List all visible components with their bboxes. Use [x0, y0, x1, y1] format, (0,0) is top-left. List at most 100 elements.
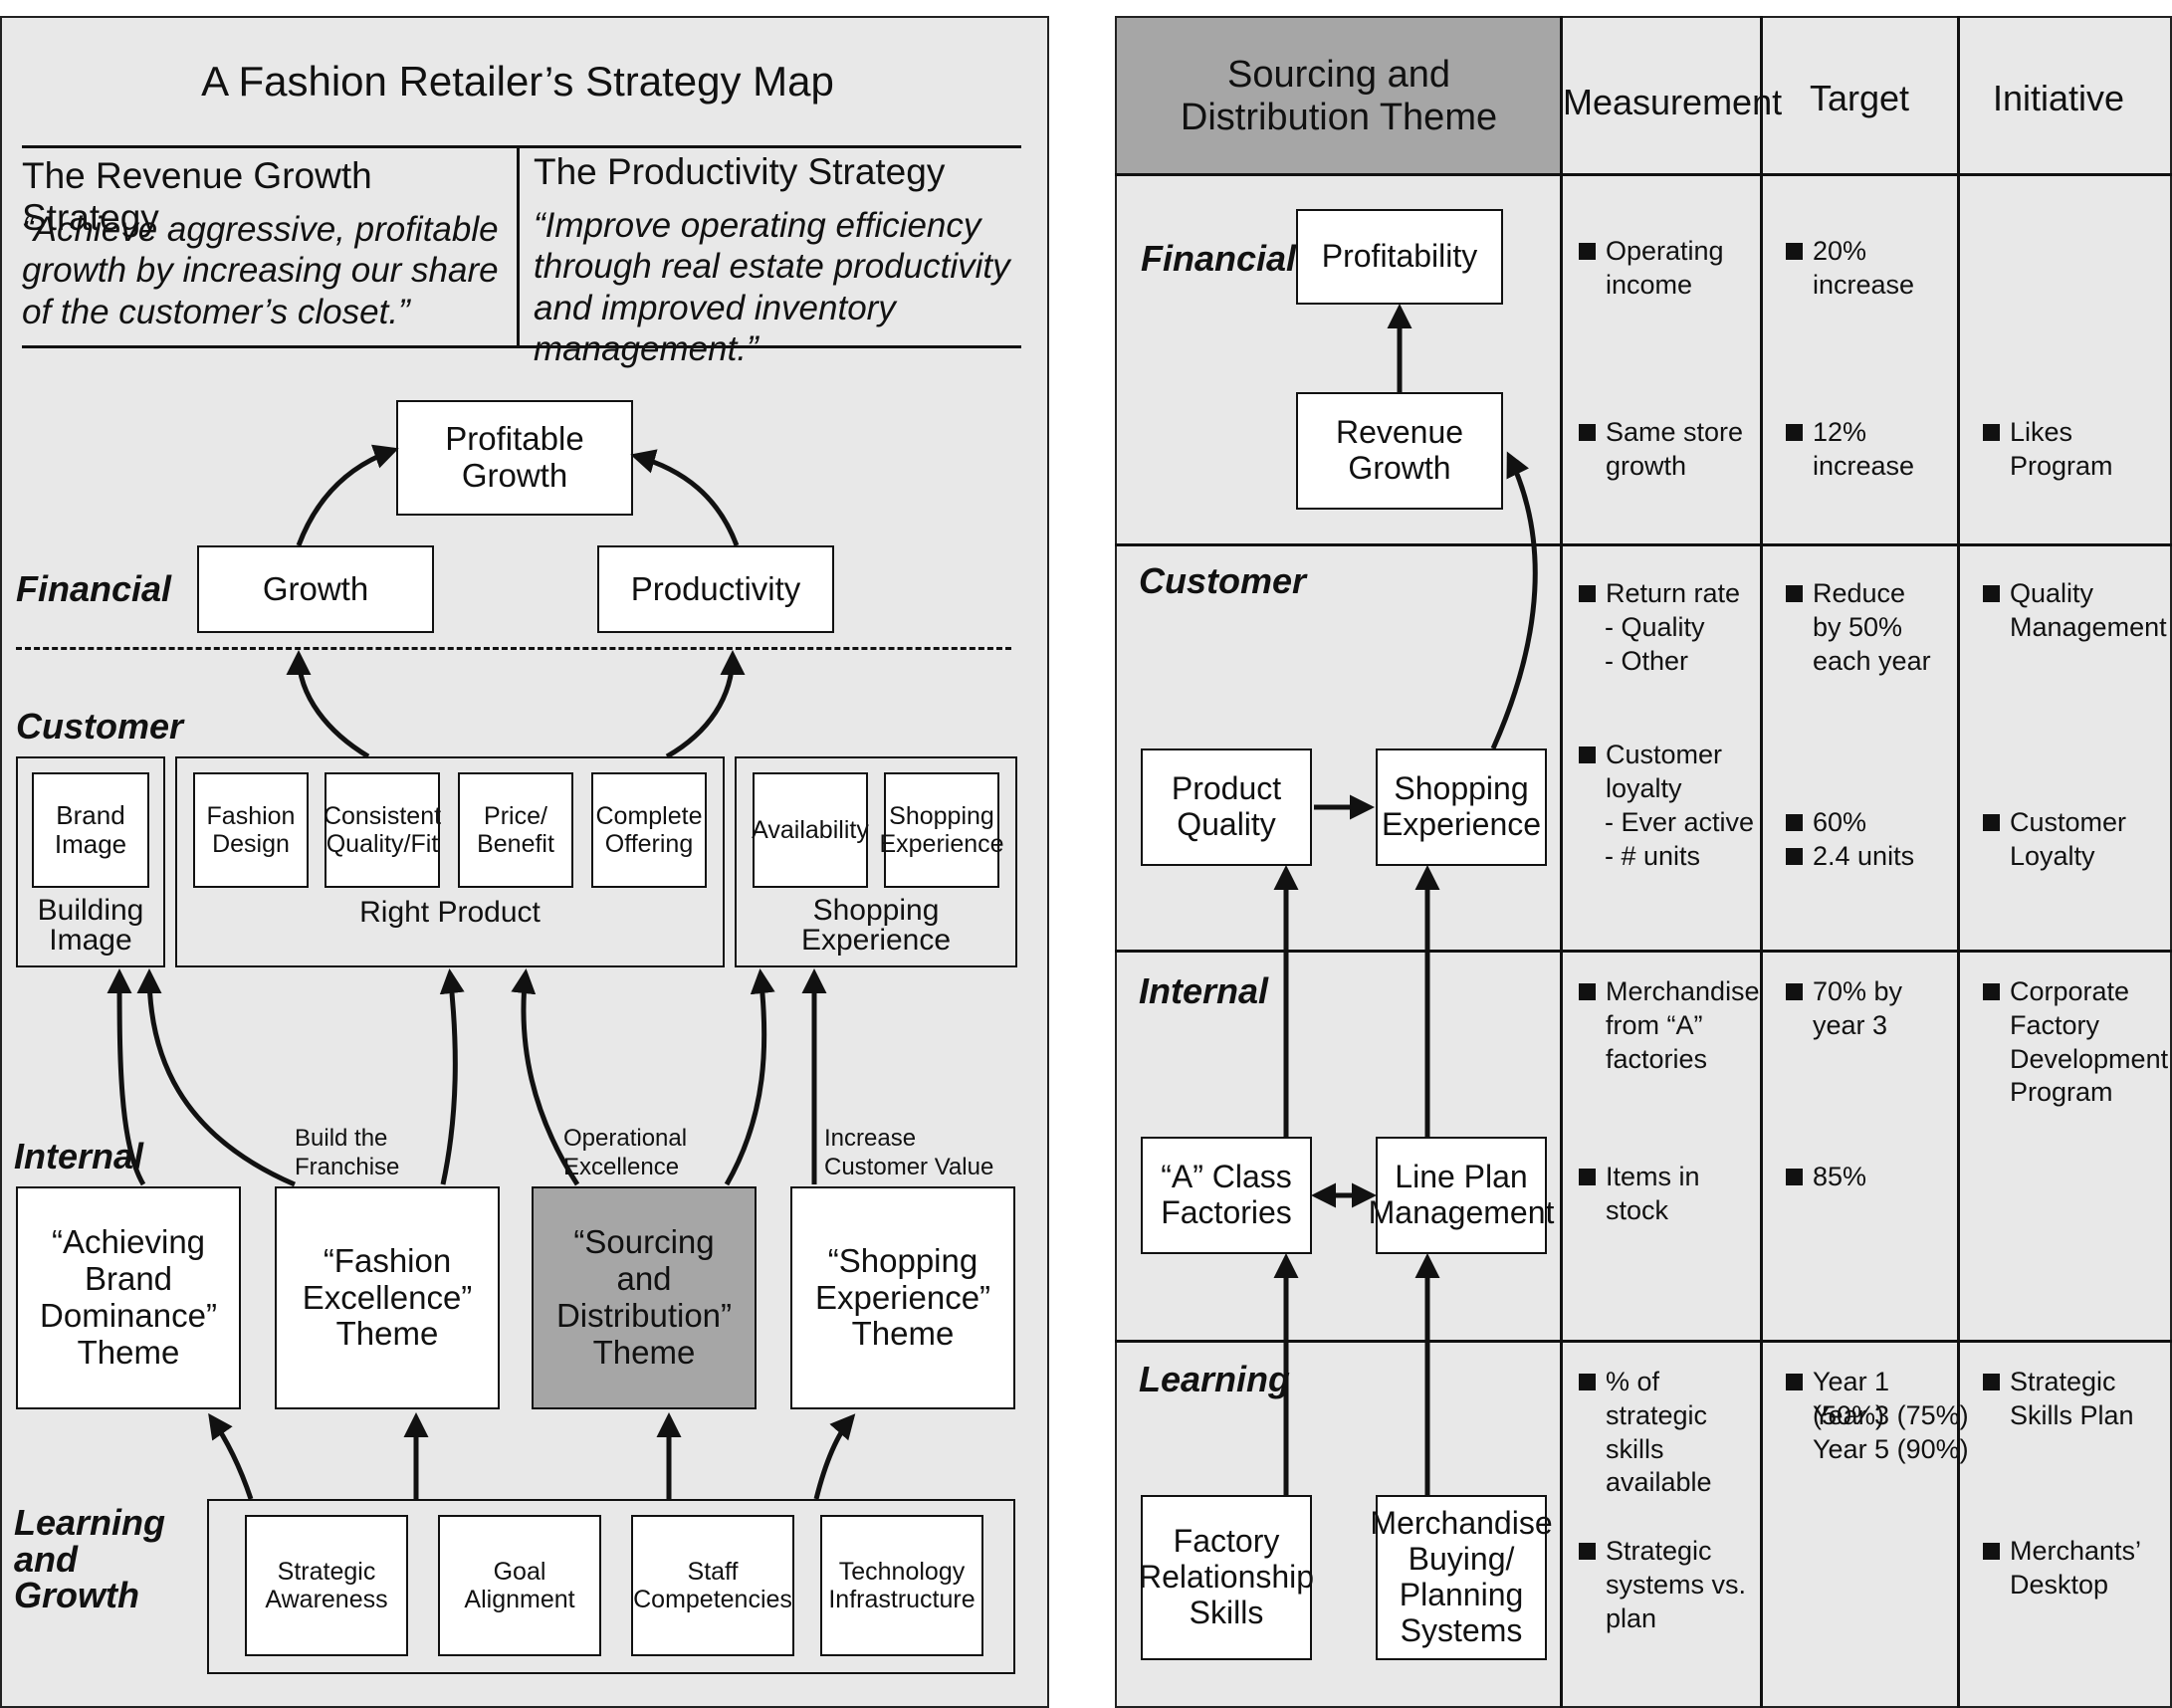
bullet-square	[1983, 1374, 2000, 1390]
header-bottom-rule	[22, 345, 1021, 348]
right-product-group	[175, 756, 725, 967]
bullet-square	[1983, 424, 2000, 441]
row-label-learning: Learning	[1139, 1359, 1291, 1399]
merchandise-systems-box: Merchandise Buying/ Planning Systems	[1370, 1495, 1553, 1660]
shopping-experience-label: Shopping Experience	[800, 894, 952, 957]
target-year-5: Year 5 (90%)	[1813, 1434, 1969, 1464]
revenue-strategy-quote: “Achieve aggressive, profitable growth b…	[22, 210, 499, 331]
target-merchandise: 70% by year 3	[1786, 975, 1935, 1043]
row-label-financial: Financial	[1141, 238, 1297, 279]
arrow-fashion-theme-to-product	[439, 968, 465, 1185]
layer-label-customer: Customer	[16, 706, 184, 747]
left-arrows	[107, 444, 856, 1500]
product-quality-box: Product Quality	[1141, 748, 1312, 866]
shopping-experience-box-right: Shopping Experience	[1376, 748, 1547, 866]
bullet-square	[1579, 424, 1596, 441]
header-divider	[517, 146, 520, 345]
strategy-map-title: A Fashion Retailer’s Strategy Map	[201, 58, 834, 105]
measurement-same-store: Same store growth	[1579, 416, 1754, 484]
revenue-growth-box: Revenue Growth	[1296, 392, 1503, 510]
row-label-internal: Internal	[1139, 970, 1269, 1011]
arrow-productivity-to-profit	[630, 449, 740, 546]
col-divider-1	[1560, 16, 1563, 1708]
initiative-skills: Strategic Skills Plan	[1983, 1366, 2142, 1433]
arrow-growth-to-profit	[296, 444, 399, 546]
bullet-square	[1786, 424, 1803, 441]
row-label-customer: Customer	[1139, 560, 1307, 601]
brand-image-box: Brand Image	[32, 772, 149, 888]
bullet-square	[1786, 814, 1803, 831]
sourcing-distribution-theme: “Sourcing and Distribution” Theme	[532, 1186, 757, 1409]
target-year-1: Year 1 (50%)	[1786, 1366, 1957, 1433]
row-divider-customer	[1115, 950, 2172, 953]
shopping-experience-theme: “Shopping Experience” Theme	[790, 1186, 1015, 1409]
arrow-sourcing-to-availability	[724, 968, 775, 1186]
arrow-sourcing-to-product	[511, 968, 580, 1186]
header-top-rule	[22, 145, 1021, 148]
arrow-shopping-to-revenue	[1490, 451, 1538, 750]
measurement-merchandise-a: Merchandise from “A” factories	[1579, 975, 1760, 1076]
productivity-strategy-heading: The Productivity Strategy	[534, 151, 946, 192]
col-divider-2	[1760, 16, 1763, 1708]
bullet-square	[1983, 983, 2000, 1000]
bullet-square	[1579, 1374, 1596, 1390]
availability-box: Availability	[752, 772, 869, 888]
row-divider-financial	[1115, 543, 2172, 546]
target-ever-active: 60%	[1786, 806, 1935, 840]
operational-excellence-label: Operational Excellence	[563, 1125, 688, 1180]
measurement-operating-income: Operating income	[1579, 235, 1754, 303]
row-divider-internal	[1115, 1340, 2172, 1343]
financial-customer-divider	[16, 647, 1011, 650]
layer-label-internal: Internal	[14, 1136, 144, 1176]
fashion-excellence-theme: “Fashion Excellence” Theme	[275, 1186, 500, 1409]
bullet-square	[1786, 848, 1803, 865]
building-image-group	[16, 756, 165, 967]
initiative-header: Initiative	[1992, 78, 2125, 118]
bullet-square	[1786, 983, 1803, 1000]
bullet-square	[1786, 243, 1803, 260]
arrow-brand-theme-to-image-1	[107, 968, 146, 1186]
shopping-experience-group	[735, 756, 1017, 967]
target-op-income: 20% increase	[1786, 235, 1935, 303]
target-stock: 85%	[1786, 1161, 1935, 1194]
initiative-desktop: Merchants’ Desktop	[1983, 1535, 2162, 1602]
arrow-learning-to-shopping-theme	[813, 1413, 856, 1500]
revenue-strategy-heading: The Revenue Growth Strategy	[22, 155, 372, 238]
brand-dominance-theme: “Achieving Brand Dominance” Theme	[16, 1186, 241, 1409]
bullet-square	[1786, 585, 1803, 602]
measurement-units: - # units	[1605, 841, 1701, 871]
growth-box: Growth	[197, 545, 434, 633]
measurement-items-in-stock: Items in stock	[1579, 1161, 1754, 1228]
bullet-square	[1786, 1374, 1803, 1390]
technology-infrastructure-box: Technology Infrastructure	[820, 1515, 983, 1656]
arrow-franchise-to-image-2	[136, 968, 296, 1187]
row-divider-header	[1115, 173, 2172, 176]
col-divider-3	[1957, 16, 1960, 1708]
bullet-square	[1579, 1169, 1596, 1185]
a-class-factories-box: “A” Class Factories	[1141, 1137, 1312, 1254]
bullet-square	[1983, 585, 2000, 602]
measurement-strategic-skills: % of strategic skills available	[1579, 1366, 1758, 1500]
initiative-loyalty: Customer Loyalty	[1983, 806, 2162, 874]
bullet-square	[1983, 1543, 2000, 1560]
learning-growth-group	[207, 1499, 1015, 1674]
measurement-customer-loyalty: Customer loyalty	[1579, 739, 1754, 806]
price-benefit-box: Price/ Benefit	[458, 772, 573, 888]
staff-competencies-box: Staff Competencies	[631, 1515, 794, 1656]
measurement-return-other: - Other	[1605, 646, 1689, 676]
profitability-box: Profitability	[1296, 209, 1503, 305]
initiative-factory: Corporate Factory Development Program	[1983, 975, 2168, 1110]
right-product-label: Right Product	[359, 896, 541, 929]
productivity-box: Productivity	[597, 545, 834, 633]
theme-header-cell	[1117, 18, 1561, 173]
consistent-quality-box: Consistent Quality/Fit	[324, 772, 441, 888]
productivity-strategy-quote: “Improve operating efficiency through re…	[534, 206, 1010, 368]
factory-relationship-skills-box: Factory Relationship Skills	[1139, 1495, 1314, 1660]
measurement-return-rate: Return rate	[1579, 577, 1754, 611]
bullet-square	[1579, 1543, 1596, 1560]
measurement-return-quality: - Quality	[1605, 612, 1705, 642]
measurement-ever-active: - Ever active	[1605, 807, 1755, 837]
layer-label-financial: Financial	[16, 568, 172, 609]
arrow-learning-to-brand-theme	[208, 1412, 254, 1500]
